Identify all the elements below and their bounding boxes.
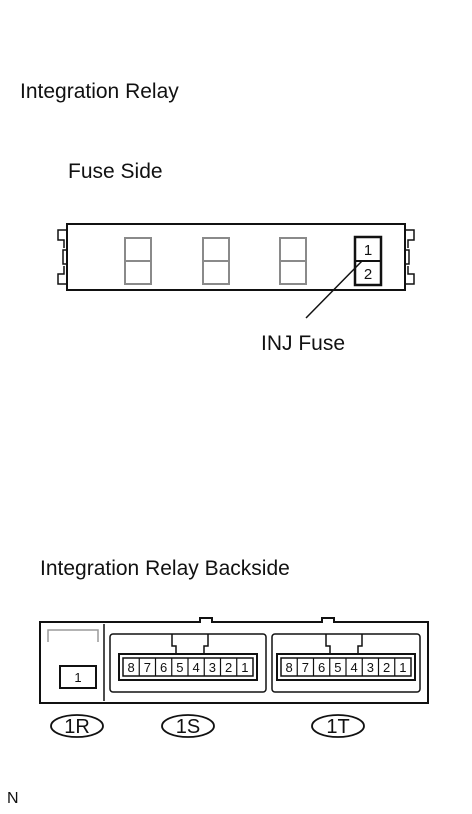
connector-1R-latch (47, 629, 99, 642)
connector-1S-pin: 7 (144, 660, 151, 675)
right-clip-bottom (405, 266, 415, 285)
connector-1S-pin: 2 (225, 660, 232, 675)
connector-1R-pin: 1 (74, 670, 81, 685)
connector-1T-pin: 3 (367, 660, 374, 675)
connector-1S-housing (109, 633, 267, 693)
connector-1S-latch-right (203, 634, 209, 654)
tag-1R-ellipse (50, 714, 104, 738)
backside-block (39, 617, 429, 704)
connector-1T-pin: 5 (334, 660, 341, 675)
tag-1S: 1S (176, 716, 200, 738)
right-clip-mid (404, 249, 410, 265)
connector-tags: 1R 1S 1T (50, 714, 365, 738)
backside-label: Integration Relay Backside (40, 557, 290, 580)
tag-1T: 1T (326, 716, 349, 738)
left-clip-bottom (57, 266, 67, 285)
connector-1S-pin: 1 (241, 660, 248, 675)
connector-1R: 1 (47, 629, 99, 689)
connector-1T-latch-right (357, 634, 363, 654)
connector-1S-pin: 8 (128, 660, 135, 675)
connector-1T-latch-left (325, 634, 331, 654)
connector-1R-cavity (59, 665, 97, 689)
connector-1S-pin-row (118, 653, 258, 681)
tag-1T-ellipse (311, 714, 365, 738)
connector-1T-pin: 1 (399, 660, 406, 675)
connector-1S-pin: 6 (160, 660, 167, 675)
left-clip-top (57, 229, 67, 248)
corner-label: N (7, 790, 19, 807)
fuse-slots (124, 237, 307, 285)
fuse-terminal-1: 1 (364, 242, 372, 259)
connector-1S-pin: 5 (176, 660, 183, 675)
connector-1T-pin: 6 (318, 660, 325, 675)
connector-1T-pin-row (276, 653, 416, 681)
connector-1T-pin: 4 (351, 660, 358, 675)
connector-1T-housing (271, 633, 421, 693)
connector-1T-pin: 8 (286, 660, 293, 675)
connector-1T-pin: 7 (302, 660, 309, 675)
right-clip-top (405, 229, 415, 248)
fuse-terminal-2: 2 (364, 266, 372, 283)
tag-1R: 1R (64, 716, 90, 738)
inj-fuse-leader (305, 260, 363, 319)
inj-fuse-label: INJ Fuse (261, 332, 346, 355)
inj-fuse-slot: 1 2 (353, 235, 383, 287)
tag-1S-ellipse (161, 714, 215, 738)
fuse-side-label: Fuse Side (68, 160, 163, 183)
connector-1S-latch-left (171, 634, 177, 654)
connector-1T-pin: 2 (383, 660, 390, 675)
connector-1S-pin: 4 (193, 660, 200, 675)
left-clip-mid (62, 249, 68, 265)
connector-1S-pin: 3 (209, 660, 216, 675)
backside-body (39, 617, 429, 704)
fuse-block (57, 223, 415, 291)
diagram-title: Integration Relay (20, 80, 179, 103)
